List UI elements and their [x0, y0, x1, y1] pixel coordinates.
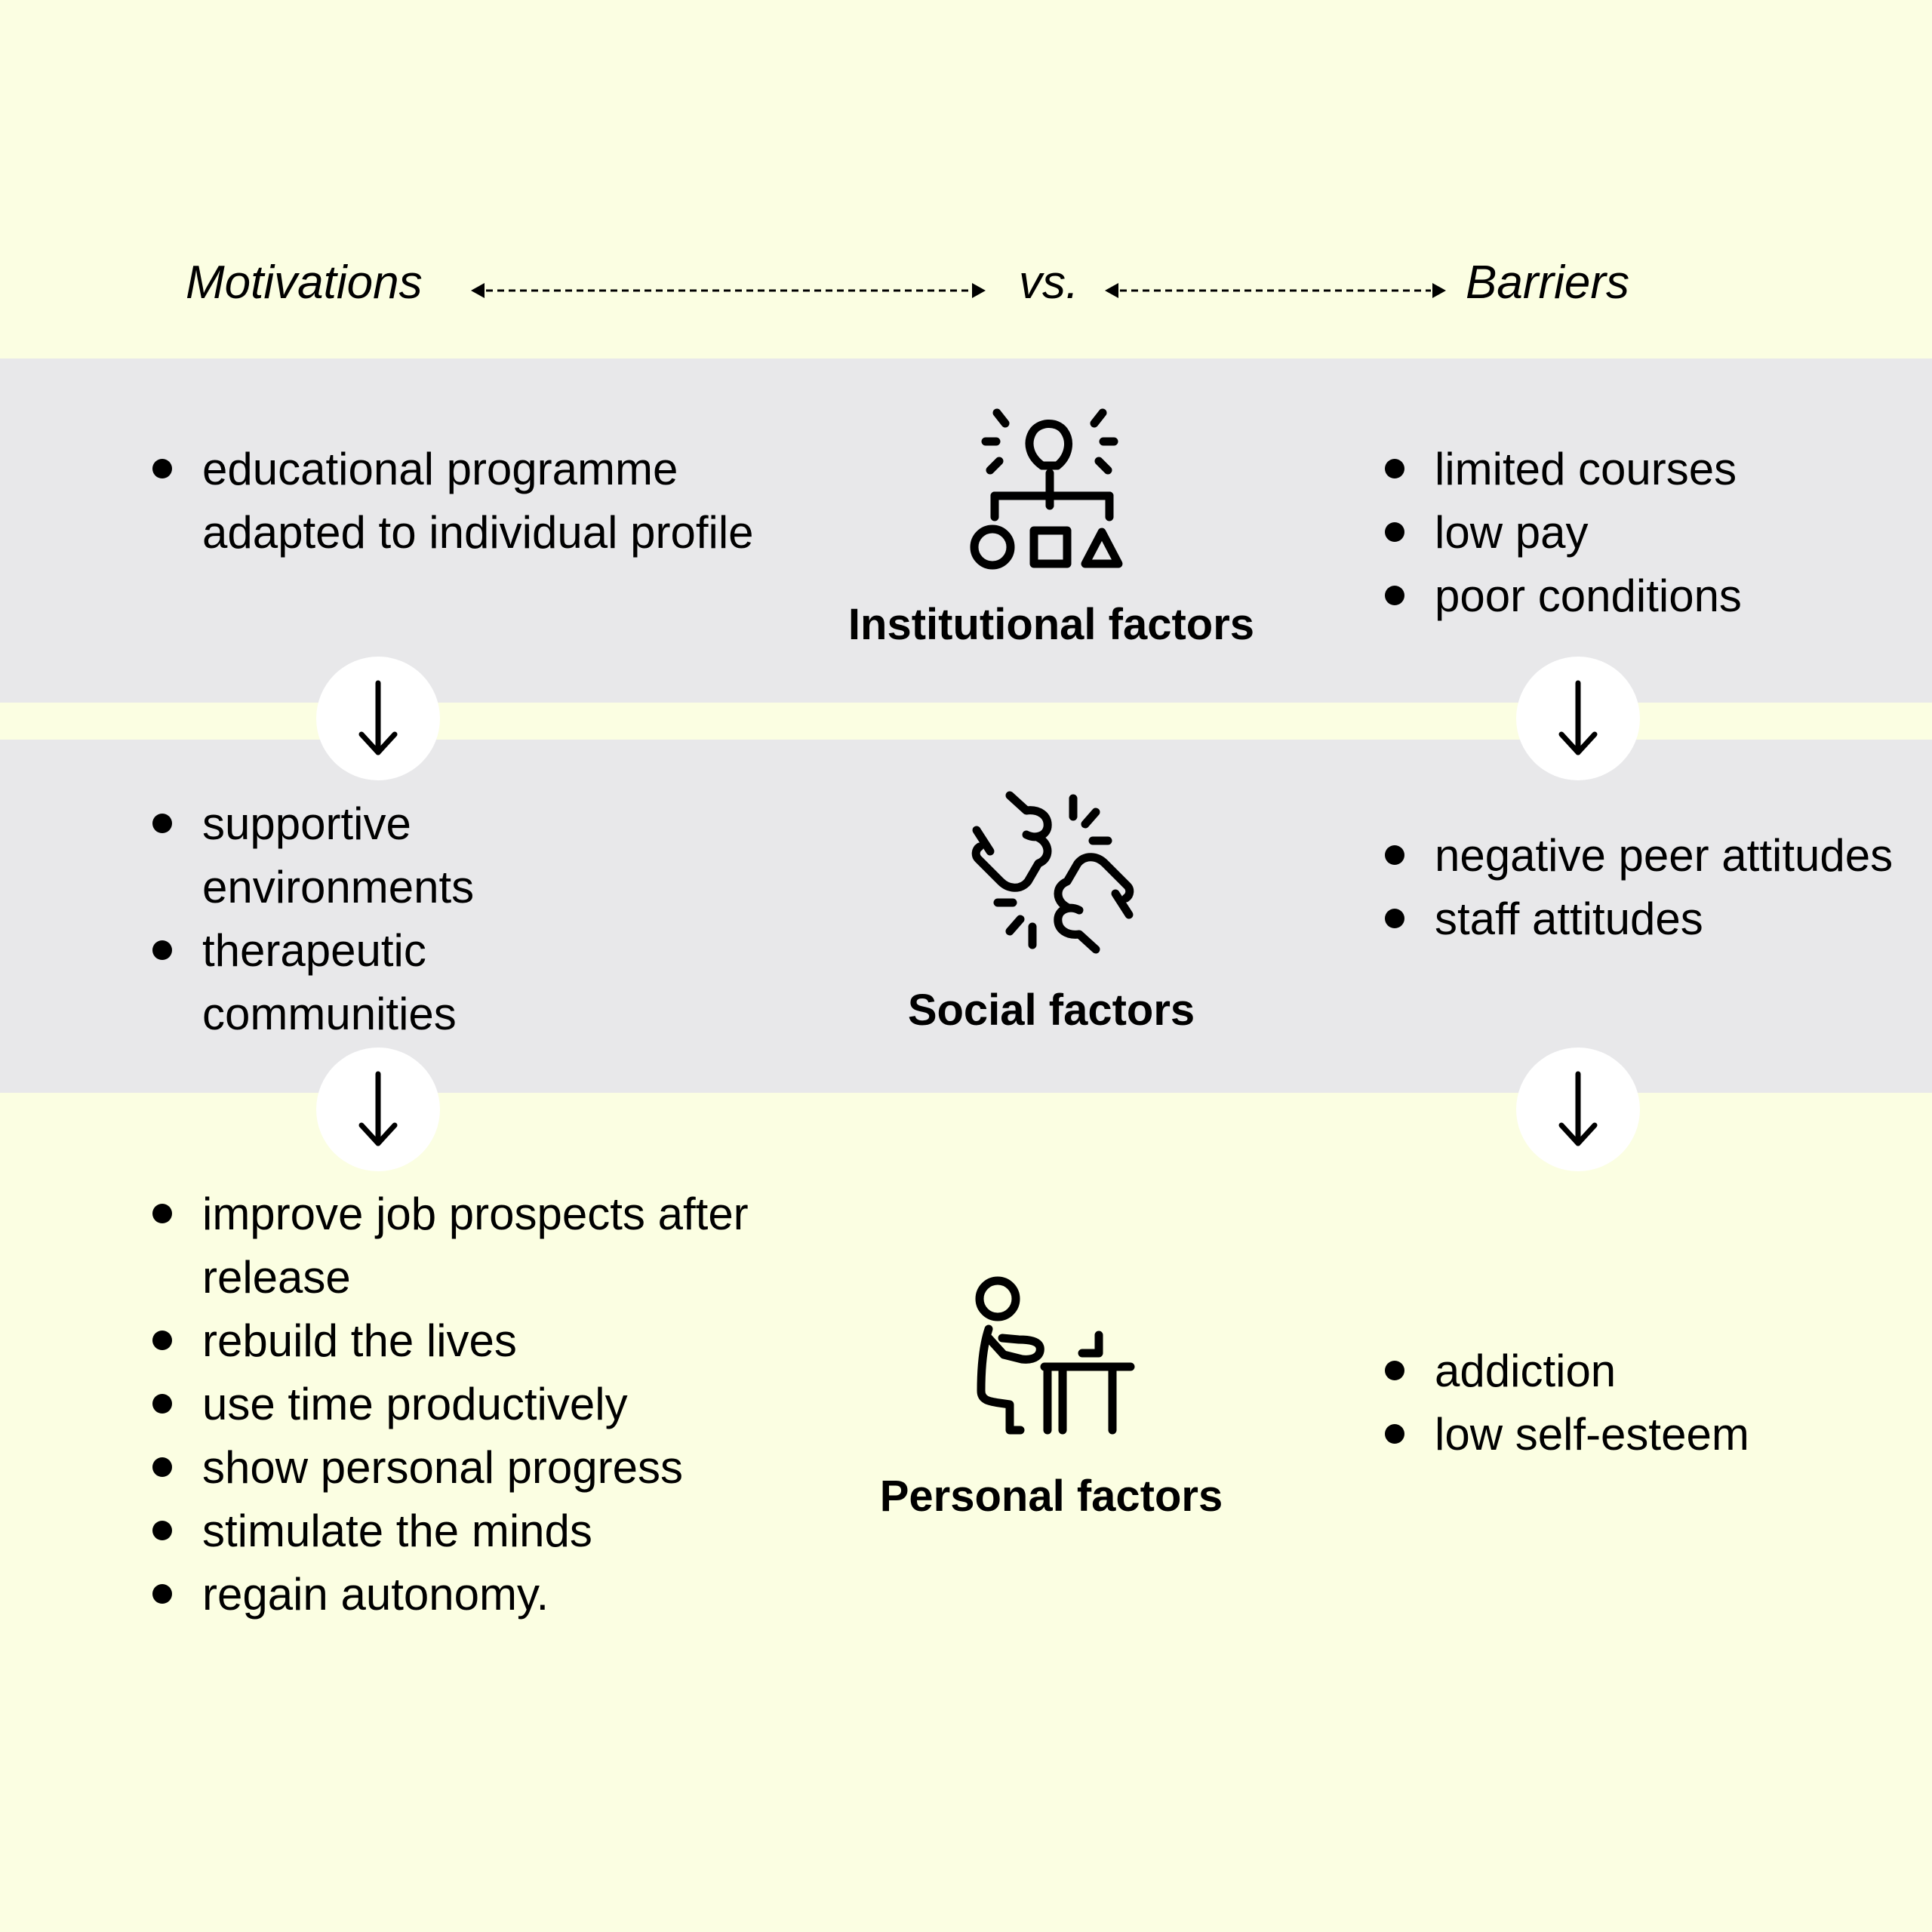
bullet-dot	[152, 1394, 172, 1414]
list-item: regain autonomy.	[151, 1563, 777, 1626]
social-factors-label: Social factors	[907, 986, 1195, 1035]
list-item-text: low pay	[1435, 507, 1589, 558]
list-item: low self-esteem	[1383, 1403, 1912, 1466]
list-item-text: regain autonomy.	[202, 1569, 549, 1620]
lightbulb-shapes-icon	[970, 408, 1123, 570]
list-item-text: supportive environments	[202, 798, 475, 912]
list-item: addiction	[1383, 1340, 1912, 1403]
personal-motivations-list: improve job prospects after release rebu…	[151, 1183, 777, 1626]
list-item: therapeutic communities	[151, 919, 679, 1046]
bullet-dot	[1385, 1424, 1404, 1444]
bullet-dot	[1385, 586, 1404, 605]
bullet-dot	[152, 1584, 172, 1604]
institutional-band	[0, 358, 1932, 703]
down-arrow-circle	[316, 657, 440, 780]
bullet-dot	[152, 1204, 172, 1223]
arrow-down-icon	[358, 1071, 398, 1146]
list-item: supportive environments	[151, 792, 679, 919]
list-item-text: therapeutic communities	[202, 925, 457, 1039]
list-item: low pay	[1383, 501, 1912, 565]
personal-barriers-list: addiction low self-esteem	[1383, 1340, 1912, 1466]
institutional-barriers-list: limited courses low pay poor conditions	[1383, 438, 1912, 628]
list-item: negative peer attitudes	[1383, 824, 1912, 888]
bullet-dot	[152, 1331, 172, 1350]
list-item-text: poor conditions	[1435, 571, 1742, 621]
arrow-down-icon	[1558, 1071, 1598, 1146]
bullet-dot	[152, 1457, 172, 1477]
down-arrow-circle	[1516, 657, 1640, 780]
list-item-text: low self-esteem	[1435, 1409, 1749, 1460]
arrow-down-icon	[358, 680, 398, 755]
bullet-dot	[1385, 459, 1404, 478]
list-item-text: limited courses	[1435, 444, 1737, 494]
list-item: use time productively	[151, 1373, 777, 1436]
social-motivations-list: supportive environments therapeutic comm…	[151, 792, 679, 1046]
list-item-text: improve job prospects after release	[202, 1189, 749, 1303]
barriers-heading: Barriers	[1466, 257, 1630, 309]
list-item: staff attitudes	[1383, 888, 1912, 951]
personal-factors-label: Personal factors	[879, 1472, 1223, 1521]
bullet-dot	[1385, 1361, 1404, 1380]
bullet-dot	[152, 459, 172, 478]
left-dashed-connector	[471, 283, 986, 298]
arrow-down-icon	[1558, 680, 1598, 755]
social-band	[0, 740, 1932, 1093]
motivations-heading: Motivations	[186, 257, 423, 309]
list-item-text: educational programme adapted to individ…	[202, 444, 754, 558]
right-dashed-connector	[1105, 283, 1446, 298]
bullet-dot	[152, 814, 172, 833]
down-arrow-circle	[316, 1048, 440, 1171]
list-item: improve job prospects after release	[151, 1183, 777, 1309]
list-item-text: negative peer attitudes	[1435, 830, 1894, 881]
bullet-dot	[152, 940, 172, 960]
bullet-dot	[152, 1521, 172, 1540]
list-item-text: stimulate the minds	[202, 1506, 592, 1556]
social-barriers-list: negative peer attitudes staff attitudes	[1383, 824, 1912, 951]
bullet-dot	[1385, 522, 1404, 542]
list-item: stimulate the minds	[151, 1500, 777, 1563]
list-item-text: use time productively	[202, 1379, 628, 1429]
person-at-desk-icon	[975, 1276, 1135, 1435]
list-item-text: show personal progress	[202, 1442, 684, 1493]
list-item: rebuild the lives	[151, 1309, 777, 1373]
versus-heading: vs.	[1019, 257, 1079, 309]
bullet-dot	[1385, 909, 1404, 928]
institutional-motivations-list: educational programme adapted to individ…	[151, 438, 777, 565]
bullet-dot	[1385, 845, 1404, 865]
list-item-text: rebuild the lives	[202, 1315, 517, 1366]
institutional-factors-label: Institutional factors	[848, 600, 1255, 649]
list-item-text: addiction	[1435, 1346, 1617, 1396]
list-item: show personal progress	[151, 1436, 777, 1500]
list-item: educational programme adapted to individ…	[151, 438, 777, 565]
list-item: limited courses	[1383, 438, 1912, 501]
fist-bump-icon	[971, 791, 1134, 954]
down-arrow-circle	[1516, 1048, 1640, 1171]
list-item: poor conditions	[1383, 565, 1912, 628]
list-item-text: staff attitudes	[1435, 894, 1703, 944]
